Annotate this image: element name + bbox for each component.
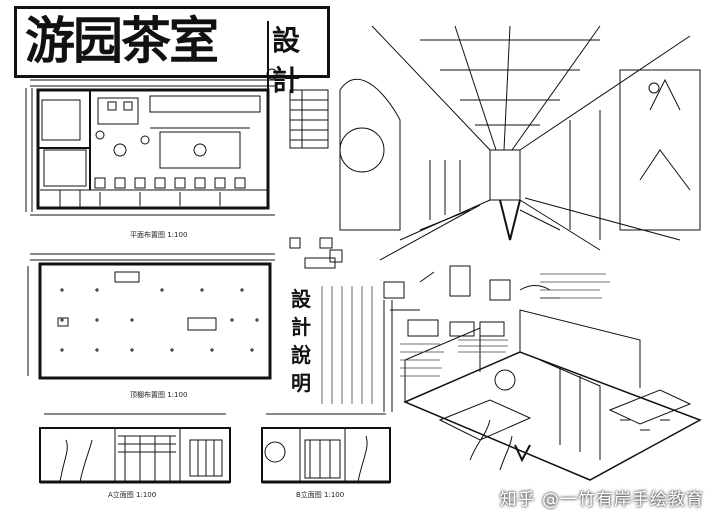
design-notes-title: 設計說明 xyxy=(291,287,311,395)
elevation-b xyxy=(261,413,391,484)
axonometric-sketch xyxy=(403,309,702,481)
ceiling-plan xyxy=(27,253,275,380)
elevation-a xyxy=(39,413,231,484)
elevation-b-label: B立面图 1:100 xyxy=(296,491,345,499)
title-block: 游园茶室 設計 xyxy=(14,6,330,101)
page-title: 游园茶室 xyxy=(25,11,219,70)
perspective-sketch xyxy=(339,25,701,261)
ceiling-plan-label: 顶棚布置图 1:100 xyxy=(130,391,188,399)
page-title-suffix: 設計 xyxy=(267,21,327,101)
floor-plan-label: 平面布置图 1:100 xyxy=(130,231,188,239)
floor-plan xyxy=(25,68,329,216)
handwritten-notes xyxy=(321,273,610,404)
ceiling-lights xyxy=(60,288,259,352)
watermark: 知乎 @一竹有岸手绘教育 xyxy=(499,490,704,510)
elevation-a-label: A立面图 1:100 xyxy=(108,491,157,499)
